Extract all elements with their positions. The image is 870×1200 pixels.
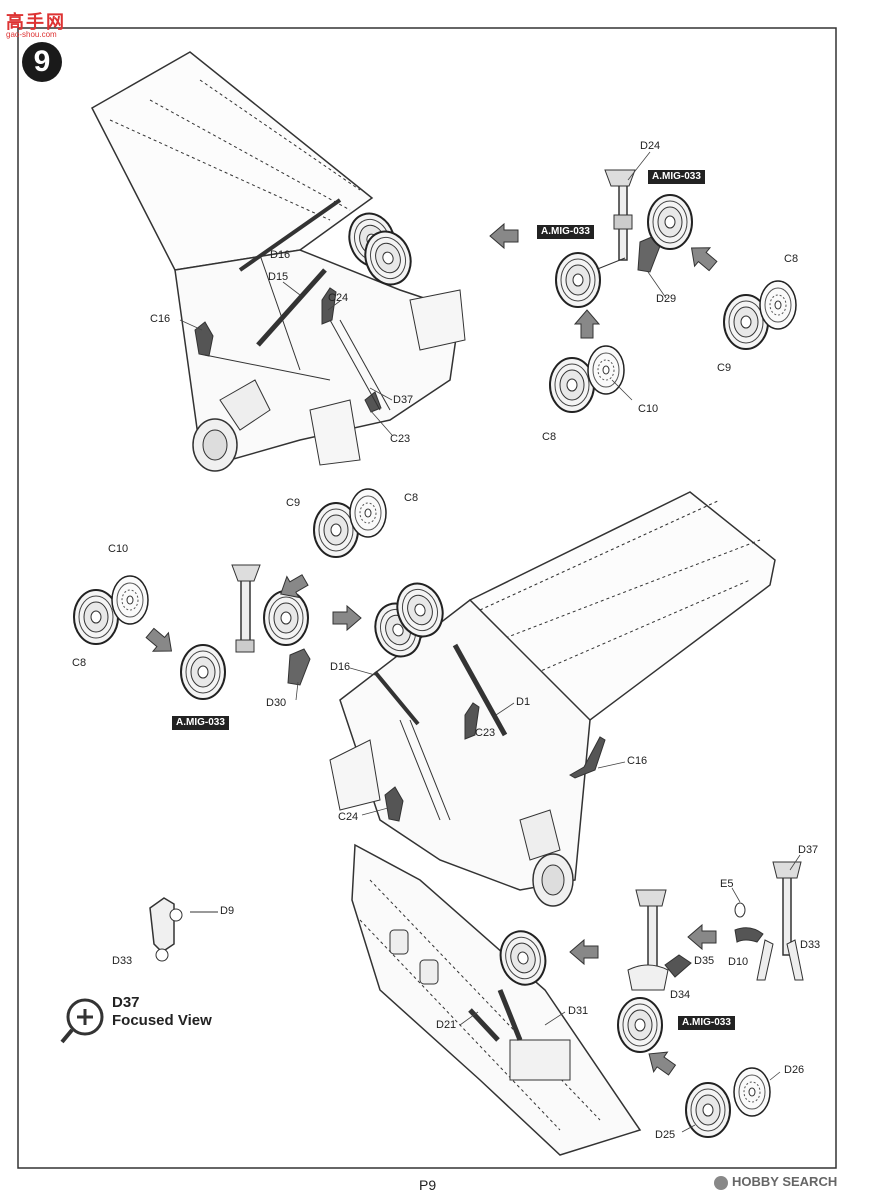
hobby-search-text: HOBBY SEARCH <box>732 1174 838 1189</box>
part-label-d31: D31 <box>568 1005 589 1017</box>
part-label-c16: C16 <box>150 313 171 325</box>
paint-tag: A.MIG-033 <box>648 170 705 184</box>
page-number: P9 <box>419 1177 437 1193</box>
part-label-d37: D37 <box>798 844 819 856</box>
part-label-d25: D25 <box>655 1129 676 1141</box>
part-label-c23: C23 <box>475 727 496 739</box>
site-watermark: 高手网 gao-shou.com <box>6 8 66 39</box>
part-label-c8: C8 <box>72 657 87 669</box>
part-label-d21: D21 <box>436 1019 457 1031</box>
part-label-c8: C8 <box>784 253 799 265</box>
part-label-c8: C8 <box>404 492 419 504</box>
focused-view-part: D37 <box>112 994 140 1011</box>
bottom-assembly <box>60 843 804 1156</box>
upper-wing <box>91 51 374 271</box>
part-label-c9: C9 <box>717 362 732 374</box>
part-label-d16: D16 <box>270 249 291 261</box>
top-right-assembly <box>489 169 797 413</box>
hobby-search-logo: HOBBY SEARCH <box>714 1174 837 1190</box>
part-label-c24: C24 <box>338 811 359 823</box>
part-label-d33: D33 <box>112 955 133 967</box>
part-label-d1: D1 <box>516 696 531 708</box>
paint-tag: A.MIG-033 <box>678 1016 735 1030</box>
middle-left-assembly <box>73 488 387 700</box>
part-label-c10: C10 <box>638 403 659 415</box>
part-label-e5: E5 <box>720 878 734 890</box>
part-label-d15: D15 <box>268 271 289 283</box>
part-label-d16: D16 <box>330 661 351 673</box>
watermark-site-url: gao-shou.com <box>6 30 57 39</box>
part-label-d10: D10 <box>728 956 749 968</box>
watermark-site-name: 高手网 <box>6 12 66 32</box>
part-label-c24: C24 <box>328 292 349 304</box>
paint-tag: A.MIG-033 <box>172 716 229 730</box>
nose-section <box>351 843 642 1156</box>
step-number-badge: 9 <box>22 42 62 82</box>
part-label-d29: D29 <box>656 293 677 305</box>
part-label-d35: D35 <box>694 955 715 967</box>
paint-tag: A.MIG-033 <box>537 225 594 239</box>
part-label-c9: C9 <box>286 497 301 509</box>
leader-lines <box>179 151 801 1133</box>
part-label-d26: D26 <box>784 1064 805 1076</box>
part-label-c23: C23 <box>390 433 411 445</box>
top-left-assembly <box>91 51 466 472</box>
part-label-d37: D37 <box>393 394 414 406</box>
part-label-c10: C10 <box>108 543 129 555</box>
part-label-d24: D24 <box>640 140 661 152</box>
part-label-c8: C8 <box>542 431 557 443</box>
focused-view-caption: Focused View <box>112 1012 212 1029</box>
part-label-d34: D34 <box>670 989 691 1001</box>
part-label-d9: D9 <box>220 905 235 917</box>
page-frame <box>17 27 837 1169</box>
hobby-search-icon <box>714 1175 728 1190</box>
part-label-d30: D30 <box>266 697 287 709</box>
middle-right-assembly <box>329 491 776 907</box>
part-label-c16: C16 <box>627 755 648 767</box>
part-label-d33: D33 <box>800 939 821 951</box>
